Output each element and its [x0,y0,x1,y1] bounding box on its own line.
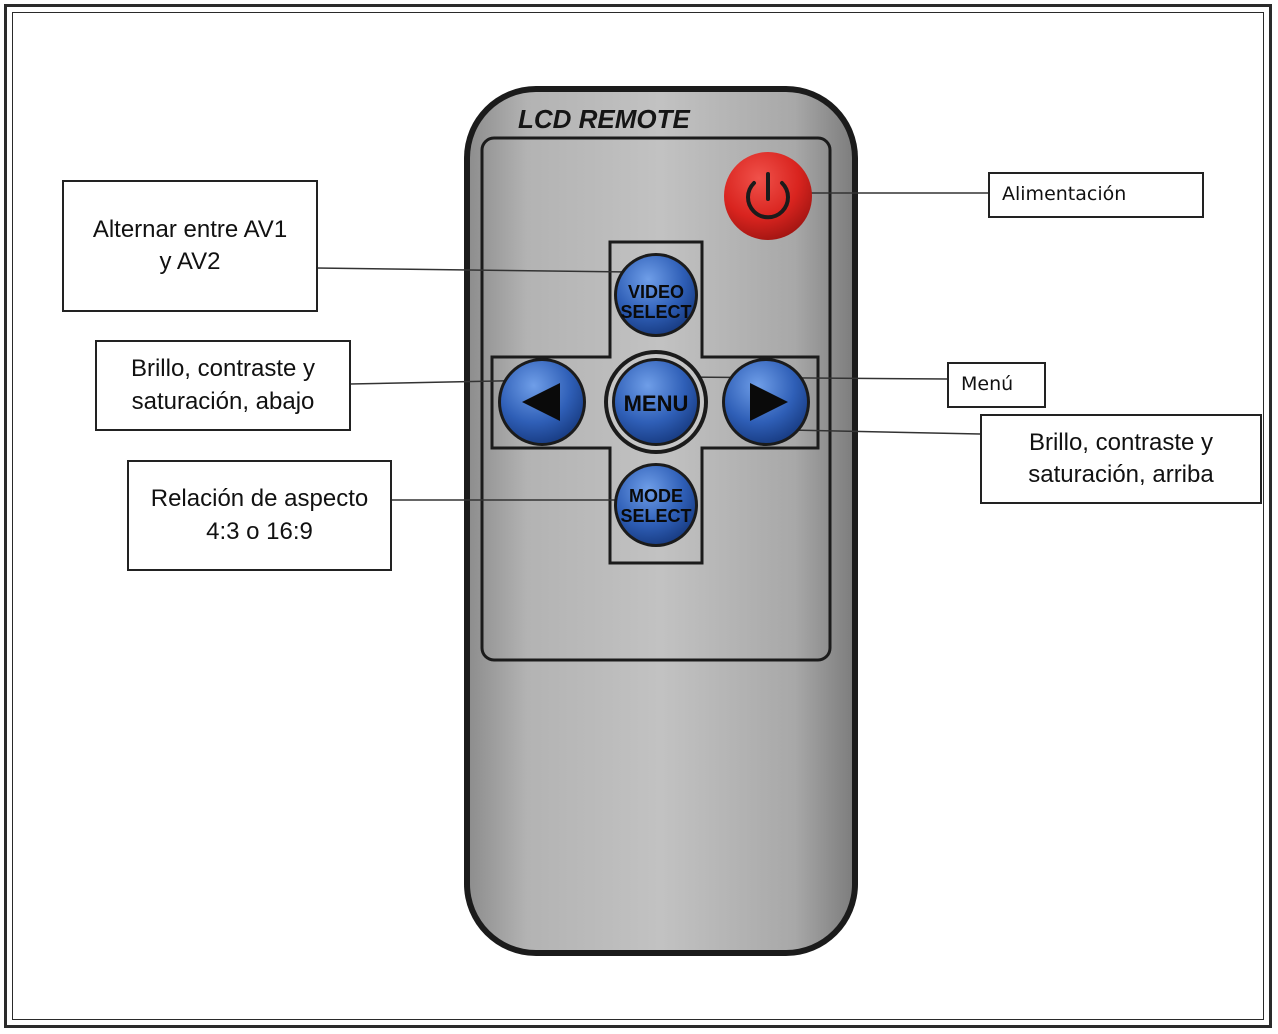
video-select-button[interactable]: VIDEO SELECT [614,253,698,337]
left-arrow-icon [522,383,560,421]
mode-select-button[interactable]: MODE SELECT [614,463,698,547]
callout-right: Brillo, contraste y saturación, arriba [980,414,1262,504]
left-button[interactable] [498,358,586,446]
callout-menu: Menú [947,362,1046,408]
dpad-outline [490,240,820,565]
callout-video-line2: y AV2 [159,248,221,275]
callout-right-line1: Brillo, contraste y [1028,428,1214,456]
callout-left-line1: Brillo, contraste y [130,355,316,383]
power-icon [746,181,790,220]
callout-left-line2: saturación, abajo [131,387,315,415]
video-select-line1: VIDEO [628,282,684,302]
callout-menu-text: Menú [961,373,1014,396]
inner-frame [12,12,1264,1020]
callout-power-text: Alimentación [1002,183,1127,206]
callout-aspect-line2: 4:3 o 16:9 [206,517,313,545]
callout-aspect-line1: Relación de aspecto [150,485,369,513]
callout-aspect: Relación de aspecto 4:3 o 16:9 [127,460,392,571]
mode-select-line2: SELECT [620,506,691,526]
menu-button[interactable]: MENU [604,350,708,454]
callout-video-select: Alternar entre AV1 y AV2 [62,180,318,312]
button-panel [480,136,832,662]
callout-lines [315,192,988,501]
menu-button-label: MENU [624,391,689,416]
right-arrow-icon [750,383,788,421]
power-button[interactable] [724,152,812,240]
callout-power: Alimentación [988,172,1204,218]
callout-left: Brillo, contraste y saturación, abajo [95,340,351,431]
brand-label: LCD REMOTE [518,104,691,134]
mode-select-line1: MODE [629,486,683,506]
callout-video-line1: Alternar entre AV1 [92,215,288,243]
video-select-line2: SELECT [620,302,691,322]
outer-frame [4,4,1272,1028]
right-button[interactable] [722,358,810,446]
callout-right-line2: saturación, arriba [1028,461,1214,488]
